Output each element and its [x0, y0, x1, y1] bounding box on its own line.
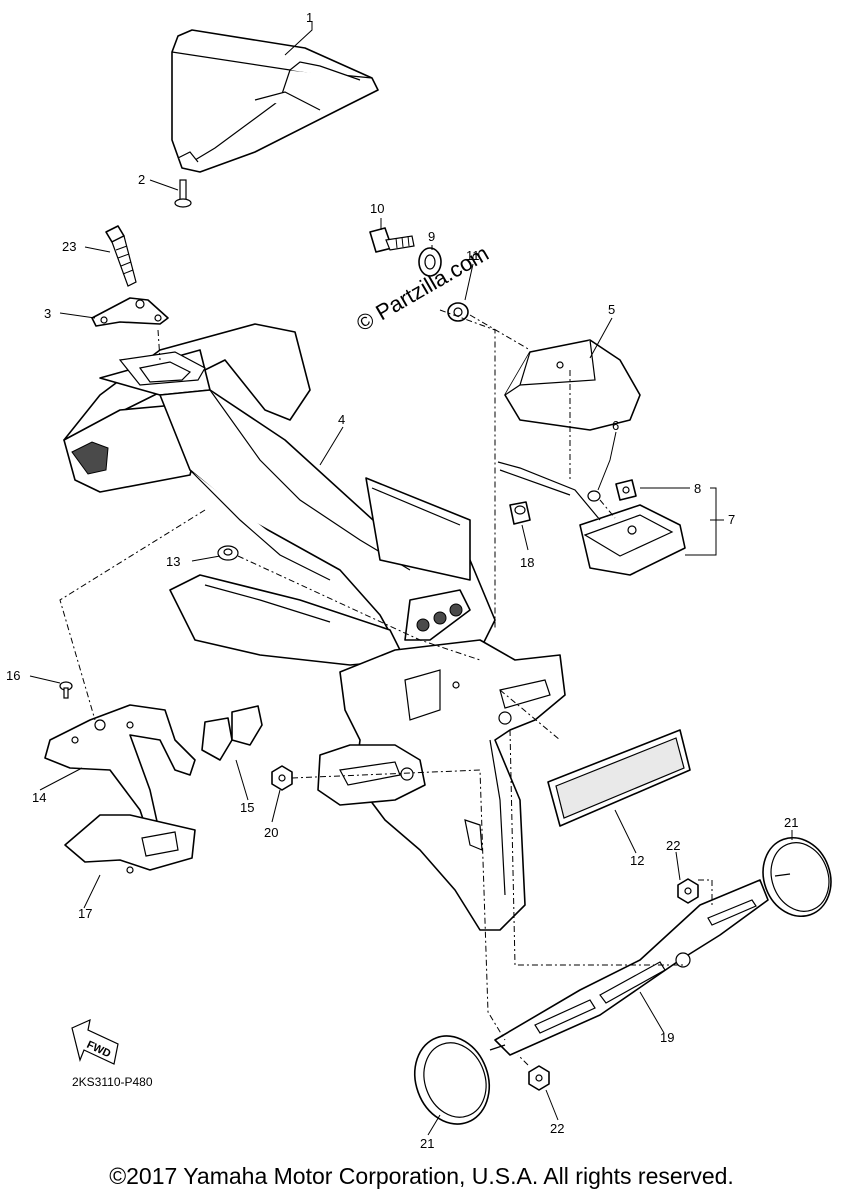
callout-16: 16 — [6, 668, 20, 683]
part-17-cover — [64, 814, 196, 874]
callout-23: 23 — [62, 239, 76, 254]
part-9-grommet — [418, 247, 442, 277]
callout-6: 6 — [612, 418, 619, 433]
callout-17: 17 — [78, 906, 92, 921]
part-22-nut-lower — [528, 1065, 550, 1091]
callout-22-lower: 22 — [550, 1121, 564, 1136]
part-13-collar — [217, 545, 239, 561]
part-21-reflector-right — [762, 836, 832, 918]
part-10-bolt — [369, 227, 415, 253]
callout-15: 15 — [240, 800, 254, 815]
leader-lines — [29, 22, 793, 1136]
part-20-nut — [271, 765, 293, 791]
callout-21-right: 21 — [784, 815, 798, 830]
part-19-stay — [494, 879, 769, 1056]
part-2-screw — [174, 179, 192, 208]
callout-20: 20 — [264, 825, 278, 840]
callout-19: 19 — [660, 1030, 674, 1045]
part-14-bracket — [44, 704, 196, 841]
callout-2: 2 — [138, 172, 145, 187]
callout-10: 10 — [370, 201, 384, 216]
callout-13: 13 — [166, 554, 180, 569]
part-1-rear-cover — [171, 29, 379, 173]
callout-1: 1 — [306, 10, 313, 25]
part-18-grommet — [509, 501, 531, 525]
callout-5: 5 — [608, 302, 615, 317]
part-6-screw — [587, 490, 601, 502]
part-15-damper — [201, 705, 263, 761]
callout-14: 14 — [32, 790, 46, 805]
callout-18: 18 — [520, 555, 534, 570]
fwd-arrow-icon: FWD — [71, 1018, 119, 1065]
callout-7: 7 — [728, 512, 735, 527]
part-7-license-light — [497, 461, 686, 576]
part-23-bolt — [105, 225, 137, 287]
assembly-lines — [59, 309, 713, 1066]
callout-4: 4 — [338, 412, 345, 427]
part-3-plate — [91, 297, 169, 327]
callout-8: 8 — [694, 481, 701, 496]
callout-9: 9 — [428, 229, 435, 244]
part-11-collar — [447, 302, 469, 322]
part-22-nut-upper — [677, 878, 699, 904]
part-21-reflector-left — [414, 1035, 506, 1125]
copyright-notice: ©2017 Yamaha Motor Corporation, U.S.A. A… — [109, 1163, 734, 1189]
callout-11: 11 — [466, 248, 480, 263]
part-16-screw — [59, 681, 73, 699]
callout-21-left: 21 — [420, 1136, 434, 1151]
license-bracket-lower — [317, 639, 566, 931]
part-8-nut — [615, 479, 637, 501]
part-4-rear-fender — [63, 323, 496, 666]
callout-12: 12 — [630, 853, 644, 868]
part-12-reflector — [547, 729, 691, 827]
callout-3: 3 — [44, 306, 51, 321]
callout-22-upper: 22 — [666, 838, 680, 853]
diagram-code: 2KS3110-P480 — [72, 1075, 153, 1089]
callouts: 1 2 23 3 4 10 9 11 5 6 8 7 18 13 16 14 1… — [6, 10, 798, 1151]
part-5-lens — [504, 339, 641, 431]
